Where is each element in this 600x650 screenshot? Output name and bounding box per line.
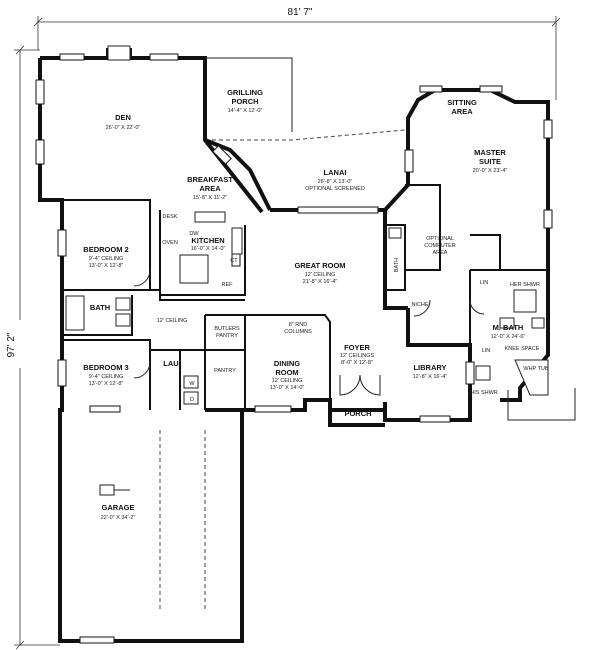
oven-label: OVEN: [162, 240, 178, 246]
desk-label: DESK: [163, 214, 178, 220]
knee-space-label: KNEE SPACE: [505, 346, 540, 352]
foyer-size: 8'-0" X 12'-8": [341, 360, 373, 366]
mbath-size: 12'-0" X 24'-6": [491, 334, 526, 340]
niche-label: NICHE: [411, 302, 428, 308]
his-shwr-label: HIS SHWR: [470, 390, 498, 396]
his-shower: [475, 365, 491, 381]
garage-size: 22'-0" X 34'-2": [101, 515, 136, 521]
bedroom3-name: BEDROOM 3: [83, 363, 128, 372]
grilling-name-2: PORCH: [231, 97, 258, 106]
dryer-label: D: [190, 397, 194, 403]
master-size: 20'-0" X 23'-4": [473, 168, 508, 174]
doors: [133, 269, 485, 396]
foyer-name: FOYER: [344, 343, 370, 352]
ref-label: REF: [222, 282, 234, 288]
her-shower: [513, 289, 537, 313]
exterior-walls: [38, 48, 576, 643]
toilet-2: [388, 227, 402, 239]
dining-ceiling: 12' CEILING: [272, 378, 303, 384]
mbath-sink: [499, 317, 515, 329]
library-name: LIBRARY: [413, 363, 446, 372]
bedroom2-size: 13'-0" X 12'-8": [89, 263, 124, 269]
breakfast-name-2: AREA: [199, 184, 221, 193]
bath-vertical-label: BATH: [394, 258, 400, 272]
great-room-name: GREAT ROOM: [294, 261, 345, 270]
bedroom2-ceiling: 9'-4" CEILING: [89, 256, 124, 262]
fixtures: [65, 211, 549, 405]
washer: [183, 375, 199, 389]
dw-label: DW: [189, 231, 199, 237]
computer-line-1: OPTIONAL: [426, 236, 454, 242]
bedroom2-name: BEDROOM 2: [83, 245, 128, 254]
master-name-2: SUITE: [479, 157, 501, 166]
dining-name-1: DINING: [274, 359, 300, 368]
chimney: [107, 45, 131, 61]
depth-label: 97' 2": [6, 332, 17, 357]
pantry-label: PANTRY: [216, 333, 238, 339]
porch-name: PORCH: [344, 409, 371, 418]
kitchen-size: 16'-0" X 14'-0": [191, 246, 226, 252]
sink: [115, 297, 131, 311]
whirlpool-tub: [514, 359, 549, 396]
bathtub: [65, 295, 85, 331]
library-size: 12'-8" X 16'-4": [413, 374, 448, 380]
sitting-name-2: AREA: [451, 107, 473, 116]
computer-line-2: COMPUTER: [424, 243, 456, 249]
computer-line-3: AREA: [433, 250, 448, 256]
lanai-name: LANAI: [324, 168, 347, 177]
lanai-size: 26'-8" X 13'-0": [318, 179, 353, 185]
butlers-label: BUTLERS: [214, 326, 240, 332]
grilling-size: 14'-4" X 12'-0": [228, 108, 263, 114]
whp-tub-label: WHP TUB: [523, 366, 548, 372]
sitting-name-1: SITTING: [447, 98, 477, 107]
her-shwr-label: HER SHWR: [510, 282, 540, 288]
den-name: DEN: [115, 113, 131, 122]
dining-size: 13'-0" X 14'-0": [270, 385, 305, 391]
washer-label: W: [189, 381, 195, 387]
dimension-depth: 97' 2": [6, 45, 60, 650]
bedroom3-ceiling: 9'-4" CEILING: [89, 374, 124, 380]
pantry-label-2: PANTRY: [214, 368, 236, 374]
lin-label-2: LIN: [482, 348, 491, 354]
kitchen-island: [179, 254, 209, 284]
lin-label: LIN: [480, 280, 489, 286]
ceiling-label: 12' CEILING: [157, 318, 188, 324]
bath-name: BATH: [90, 303, 110, 312]
master-name-1: MASTER: [474, 148, 506, 157]
lanai-note: OPTIONAL SCREENED: [305, 186, 365, 192]
kitchen-name: KITCHEN: [191, 236, 224, 245]
mbath-name: M. BATH: [493, 323, 524, 332]
laundry-name: LAU.: [163, 359, 181, 368]
bedroom3-size: 13'-0" X 12'-8": [89, 381, 124, 387]
grilling-name-1: GRILLING: [227, 88, 263, 97]
toilet: [115, 313, 131, 327]
interior-walls: [61, 184, 548, 410]
garage-door-lines: [159, 430, 206, 610]
great-room-ceiling: 12' CEILING: [305, 272, 336, 278]
dining-name-2: ROOM: [275, 368, 298, 377]
garage-name: GARAGE: [102, 503, 135, 512]
mbath-sink-2: [531, 317, 545, 329]
breakfast-name-1: BREAKFAST: [187, 175, 233, 184]
columns-label-2: COLUMNS: [284, 329, 312, 335]
windows: [35, 53, 553, 644]
den-size: 26'-0" X 22'-0": [106, 125, 141, 131]
width-label: 81' 7": [288, 7, 313, 18]
foyer-ceiling: 12' CEILINGS: [340, 353, 375, 359]
breakfast-size: 15'-8" X 11'-2": [193, 195, 227, 201]
ct-label: CT: [230, 258, 238, 264]
great-room-size: 21'-8" X 16'-4": [303, 279, 338, 285]
garage-car-mark: [99, 484, 130, 496]
dimension-width: 81' 7": [33, 5, 561, 100]
columns-label-1: 8" RND: [289, 322, 307, 328]
counter-right: [231, 227, 243, 255]
counter-top: [194, 211, 226, 223]
dryer: [183, 391, 199, 405]
